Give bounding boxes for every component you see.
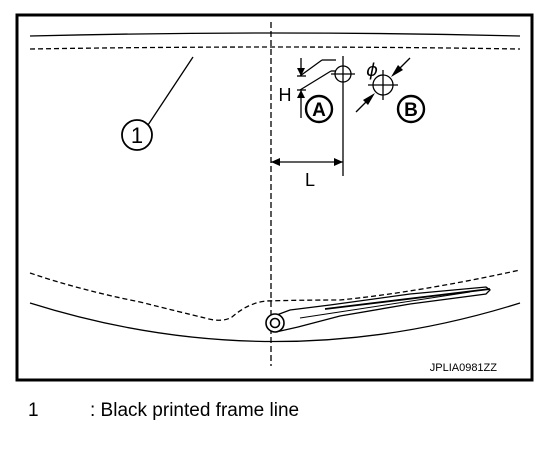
glass-bottom-edge: [29, 302, 521, 343]
legend-number: 1: [28, 400, 39, 421]
legend-row: 1 : Black printed frame line: [28, 397, 528, 425]
wiper-pivot-inner: [269, 317, 281, 329]
glass-top-edge: [29, 32, 521, 37]
callout-1-leader: [147, 56, 194, 126]
dim-h-label: H: [279, 85, 292, 105]
wiper-arm: [273, 286, 491, 333]
wiper-pivot-outer: [265, 313, 285, 333]
dim-l-label: L: [305, 170, 315, 190]
frame-line-bottom: [29, 269, 521, 321]
frame-line-top: [29, 46, 521, 50]
dim-l-arrow-left: [271, 158, 280, 166]
band-a-upper-edge: [299, 59, 323, 77]
dim-h-arrow-bottom-head: [297, 90, 305, 98]
callout-a-letter: A: [312, 100, 326, 121]
wiper-blade: [324, 288, 491, 310]
band-a-lower-edge: [299, 70, 332, 91]
dim-h-arrow-top-head: [297, 68, 305, 76]
callout-1-circle: [121, 119, 153, 151]
phi-arrow-upper-head: [391, 65, 403, 77]
callout-1-number: 1: [131, 123, 143, 148]
dim-l-arrow-right: [334, 158, 343, 166]
wiper-arm-detail: [299, 291, 471, 319]
callout-a-circle: [304, 94, 334, 124]
phi-arrow-lower-head: [363, 93, 375, 105]
legend-description: : Black printed frame line: [90, 400, 300, 421]
callout-b-circle: [396, 94, 426, 124]
image-code: JPLIA0981ZZ: [430, 362, 498, 374]
callout-b-letter: B: [404, 100, 418, 121]
dim-phi-label: ϕ: [366, 60, 378, 81]
diagram-frame: [15, 13, 534, 382]
